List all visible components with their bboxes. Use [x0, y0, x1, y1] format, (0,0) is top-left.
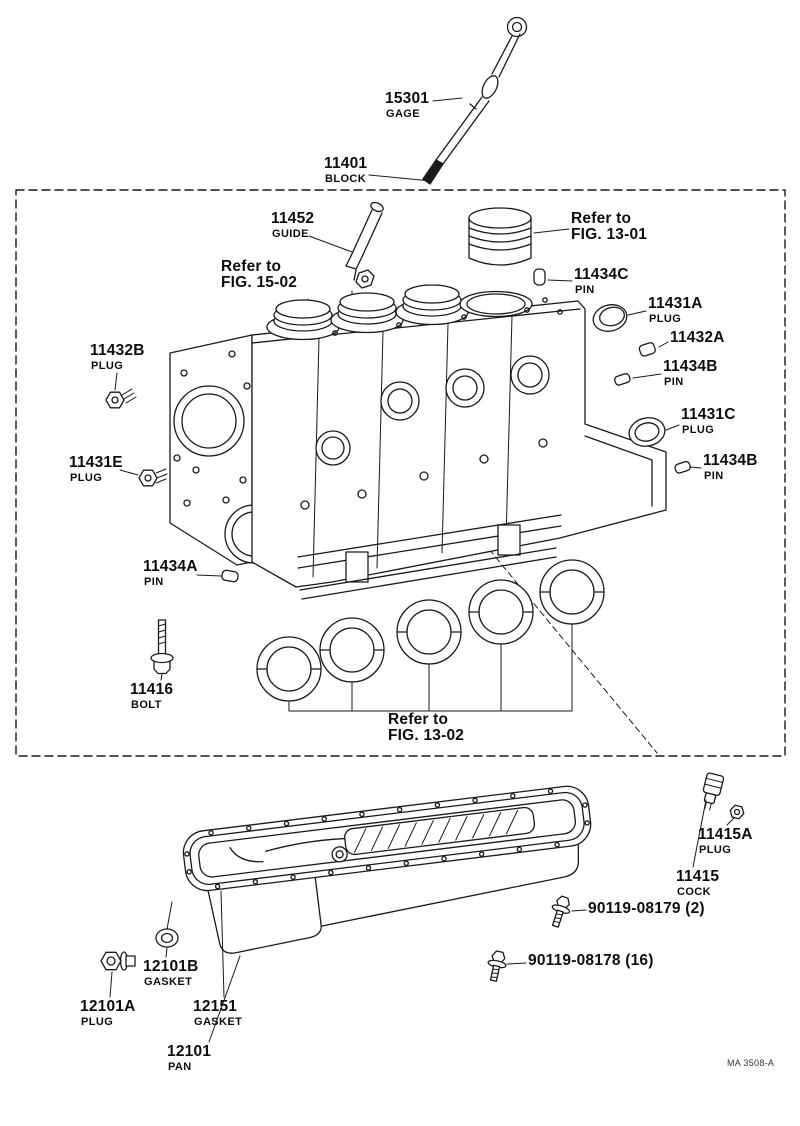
part-name: PLUG	[91, 360, 124, 372]
part-number: 11434A	[143, 558, 198, 575]
part-label-12101b: 12101B GASKET	[143, 958, 199, 989]
part-label-11401: 11401 BLOCK	[324, 155, 368, 186]
drawing-code: MA 3508-A	[727, 1058, 775, 1068]
refer-figure: FIG. 15-02	[221, 274, 298, 291]
part-label-11432a: 11432A	[670, 330, 725, 346]
part-label-11415a: 11415A PLUG	[698, 826, 753, 857]
part-number: 90119-08178 (16)	[528, 952, 654, 969]
plug-11432a-drawing	[638, 342, 656, 357]
refer-label-fig-13-02: Refer to FIG. 13-02	[388, 712, 464, 744]
part-number: 11432A	[670, 329, 725, 346]
union-bolt-drawing	[355, 269, 375, 289]
part-label-90119-08179: 90119-08179 (2)	[588, 901, 705, 917]
part-name: GAGE	[386, 108, 420, 120]
plug-11431e-drawing	[138, 468, 168, 487]
dipstick-drawing	[422, 16, 528, 185]
refer-text: Refer to	[571, 210, 632, 227]
part-name: PIN	[144, 576, 164, 588]
part-name: PIN	[664, 376, 684, 388]
part-name: BLOCK	[325, 173, 367, 185]
gasket-12101b-drawing	[155, 928, 179, 948]
bolt-90119-08179-drawing	[551, 895, 571, 928]
part-name: COCK	[677, 886, 711, 898]
pan-bolt-holes	[184, 788, 590, 890]
part-number: 11434B	[703, 452, 758, 469]
part-number: 11434C	[574, 266, 629, 283]
refer-text: Refer to	[221, 258, 282, 275]
part-label-15301: 15301 GAGE	[385, 90, 430, 121]
part-label-11415: 11415 COCK	[676, 868, 720, 899]
pan-baffle-hatch	[354, 809, 519, 853]
part-label-11431c: 11431C PLUG	[681, 406, 736, 437]
bearing-shells-drawing	[256, 559, 605, 702]
oil-pan-drawing	[182, 785, 592, 954]
part-name: GUIDE	[272, 228, 309, 240]
bolt-90119-08178-drawing	[487, 950, 507, 982]
part-label-11434a: 11434A PIN	[143, 558, 198, 589]
piston-drawing	[468, 207, 532, 266]
part-name: PIN	[575, 284, 595, 296]
dashed-boundary	[15, 189, 786, 757]
refer-figure: FIG. 13-02	[388, 727, 465, 744]
refer-text: Refer to	[388, 711, 449, 728]
refer-label-fig-13-01: Refer to FIG. 13-01	[571, 211, 647, 243]
part-number: 11415	[676, 868, 720, 885]
part-name: GASKET	[144, 976, 193, 988]
part-label-90119-08178: 90119-08178 (16)	[528, 953, 654, 969]
refer-label-fig-15-02: Refer to FIG. 15-02	[221, 259, 297, 291]
plug-11431a-drawing	[592, 304, 628, 332]
pin-11434b-upper-drawing	[614, 373, 631, 386]
part-label-12101a: 12101A PLUG	[80, 998, 136, 1029]
part-number: 12101	[167, 1043, 212, 1060]
part-name: PLUG	[81, 1016, 114, 1028]
part-number: 11431C	[681, 406, 736, 423]
plug-12101a-drawing	[100, 951, 136, 971]
refer-figure: FIG. 13-01	[571, 226, 648, 243]
part-name: PLUG	[699, 844, 732, 856]
part-number: 11434B	[663, 358, 718, 375]
plug-11431c-drawing	[628, 417, 666, 447]
pin-11434c-drawing	[533, 268, 546, 286]
part-number: 12151	[193, 998, 238, 1015]
leader-lines	[109, 97, 735, 1043]
fig-13-02-leader-lines	[288, 623, 573, 712]
pin-11434a-drawing	[221, 569, 239, 583]
part-label-11432b: 11432B PLUG	[90, 342, 145, 373]
part-name: BOLT	[131, 699, 162, 711]
part-name: PLUG	[70, 472, 103, 484]
part-number: 11431E	[69, 454, 123, 471]
cock-11415-drawing	[702, 772, 745, 820]
part-number: 11452	[271, 210, 315, 227]
part-label-11434c: 11434C PIN	[574, 266, 629, 297]
part-label-11416: 11416 BOLT	[130, 681, 174, 712]
part-label-11434b-lower: 11434B PIN	[703, 452, 758, 483]
part-number: 12101B	[143, 958, 199, 975]
guide-drawing	[345, 201, 384, 281]
engine-block-drawing	[169, 284, 667, 600]
part-number: 90119-08179 (2)	[588, 900, 705, 917]
part-label-11431e: 11431E PLUG	[69, 454, 123, 485]
part-name: GASKET	[194, 1016, 243, 1028]
part-name: PAN	[168, 1061, 192, 1073]
part-number: 11416	[130, 681, 174, 698]
part-number: 11432B	[90, 342, 145, 359]
pin-11434b-lower-drawing	[674, 460, 691, 474]
part-name: PIN	[704, 470, 724, 482]
part-label-12101: 12101 PAN	[167, 1043, 212, 1074]
part-label-12151: 12151 GASKET	[193, 998, 243, 1029]
part-number: 12101A	[80, 998, 136, 1015]
part-label-11452: 11452 GUIDE	[271, 210, 315, 241]
part-number: 11431A	[648, 295, 703, 312]
part-label-11434b-upper: 11434B PIN	[663, 358, 718, 389]
bolt-11416-drawing	[150, 619, 174, 675]
part-name: PLUG	[682, 424, 715, 436]
part-label-11431a: 11431A PLUG	[648, 295, 703, 326]
plug-11432b-drawing	[105, 388, 137, 409]
part-name: PLUG	[649, 313, 682, 325]
part-number: 15301	[385, 90, 430, 107]
part-number: 11415A	[698, 826, 753, 843]
part-number: 11401	[324, 155, 368, 172]
